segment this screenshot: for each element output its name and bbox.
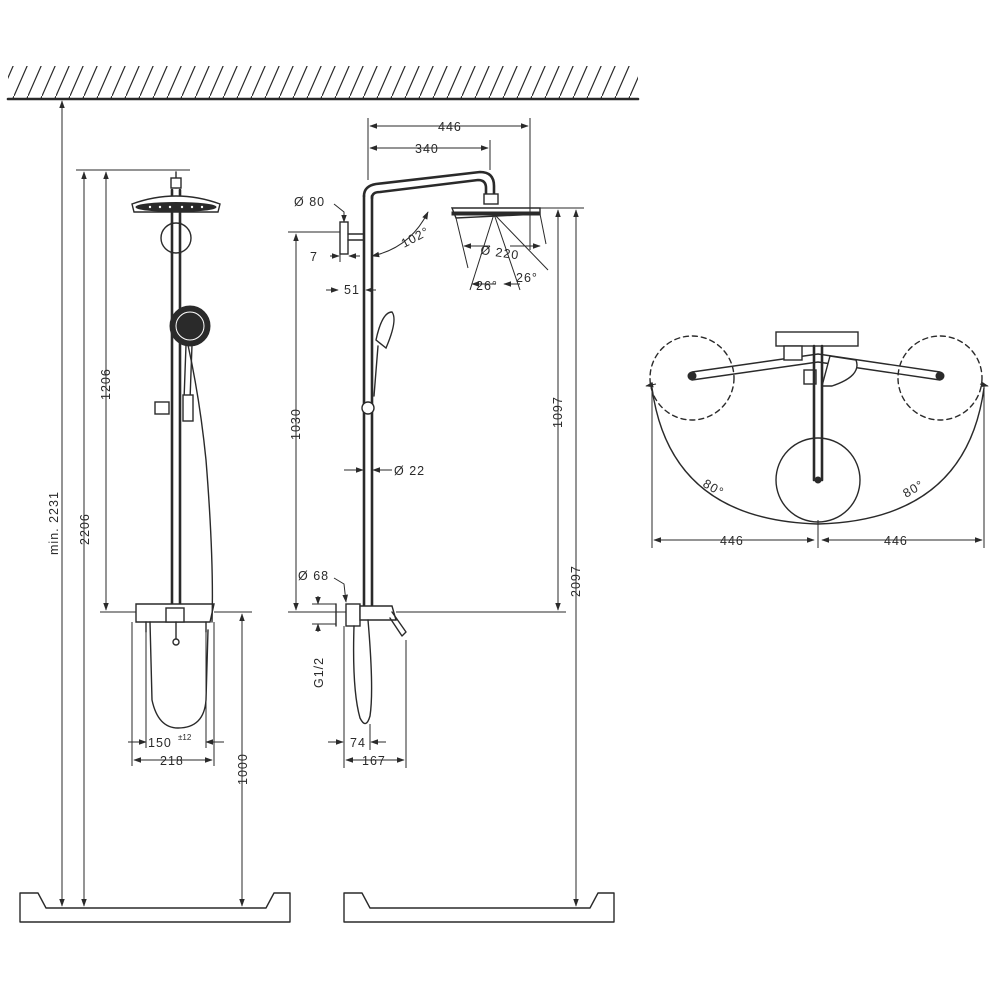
dim-reach-left: 446 bbox=[720, 534, 744, 548]
dim-bracket-offset: 7 bbox=[310, 250, 318, 264]
dim-arm-offset: 340 bbox=[415, 142, 439, 156]
side-view-shower bbox=[335, 170, 541, 725]
dim-total-height: 2206 bbox=[78, 513, 92, 545]
dim-bracket-diameter: Ø 80 bbox=[294, 195, 325, 209]
dim-pipe-diameter: Ø 22 bbox=[394, 464, 425, 478]
dim-bracket-height: 1030 bbox=[289, 408, 303, 440]
dim-mixer-depth-short: 74 bbox=[350, 736, 366, 750]
dim-arm-angle: 102° bbox=[399, 224, 432, 250]
ceiling bbox=[6, 66, 640, 101]
dim-reach-right: 446 bbox=[884, 534, 908, 548]
dim-swivel-right: 80° bbox=[901, 478, 927, 501]
dim-pipe-offset: 51 bbox=[344, 283, 360, 297]
dim-connection-spacing: 150 bbox=[148, 736, 172, 750]
dim-swivel-left: 80° bbox=[701, 476, 727, 499]
dim-head-diameter: Ø 220 bbox=[480, 243, 521, 262]
dim-flange-diameter: Ø 68 bbox=[298, 569, 329, 583]
dim-min-total: min. 2231 bbox=[47, 491, 61, 555]
floor-left bbox=[19, 892, 291, 923]
dim-arm-length: 446 bbox=[438, 120, 462, 134]
dim-thread: G1/2 bbox=[312, 657, 326, 688]
floor-right bbox=[343, 892, 615, 923]
dim-upper-height: 1206 bbox=[99, 368, 113, 400]
dim-mixer-width: 218 bbox=[160, 754, 184, 768]
dim-tilt-left: 26° bbox=[476, 279, 498, 293]
dim-mixer-depth: 167 bbox=[362, 754, 386, 768]
dim-overall-height: 2097 bbox=[569, 565, 583, 597]
side-view-dimensions bbox=[288, 118, 584, 907]
dim-connection-tolerance: ±12 bbox=[178, 733, 192, 742]
dim-head-height: 1097 bbox=[551, 396, 565, 428]
top-view-dimensions bbox=[645, 381, 989, 548]
dim-mixer-height: 1000 bbox=[236, 753, 250, 785]
dim-tilt-right: 26° bbox=[516, 271, 538, 285]
top-view-shower bbox=[649, 331, 985, 525]
front-view-dimensions bbox=[59, 100, 252, 907]
front-view-shower bbox=[131, 171, 221, 729]
